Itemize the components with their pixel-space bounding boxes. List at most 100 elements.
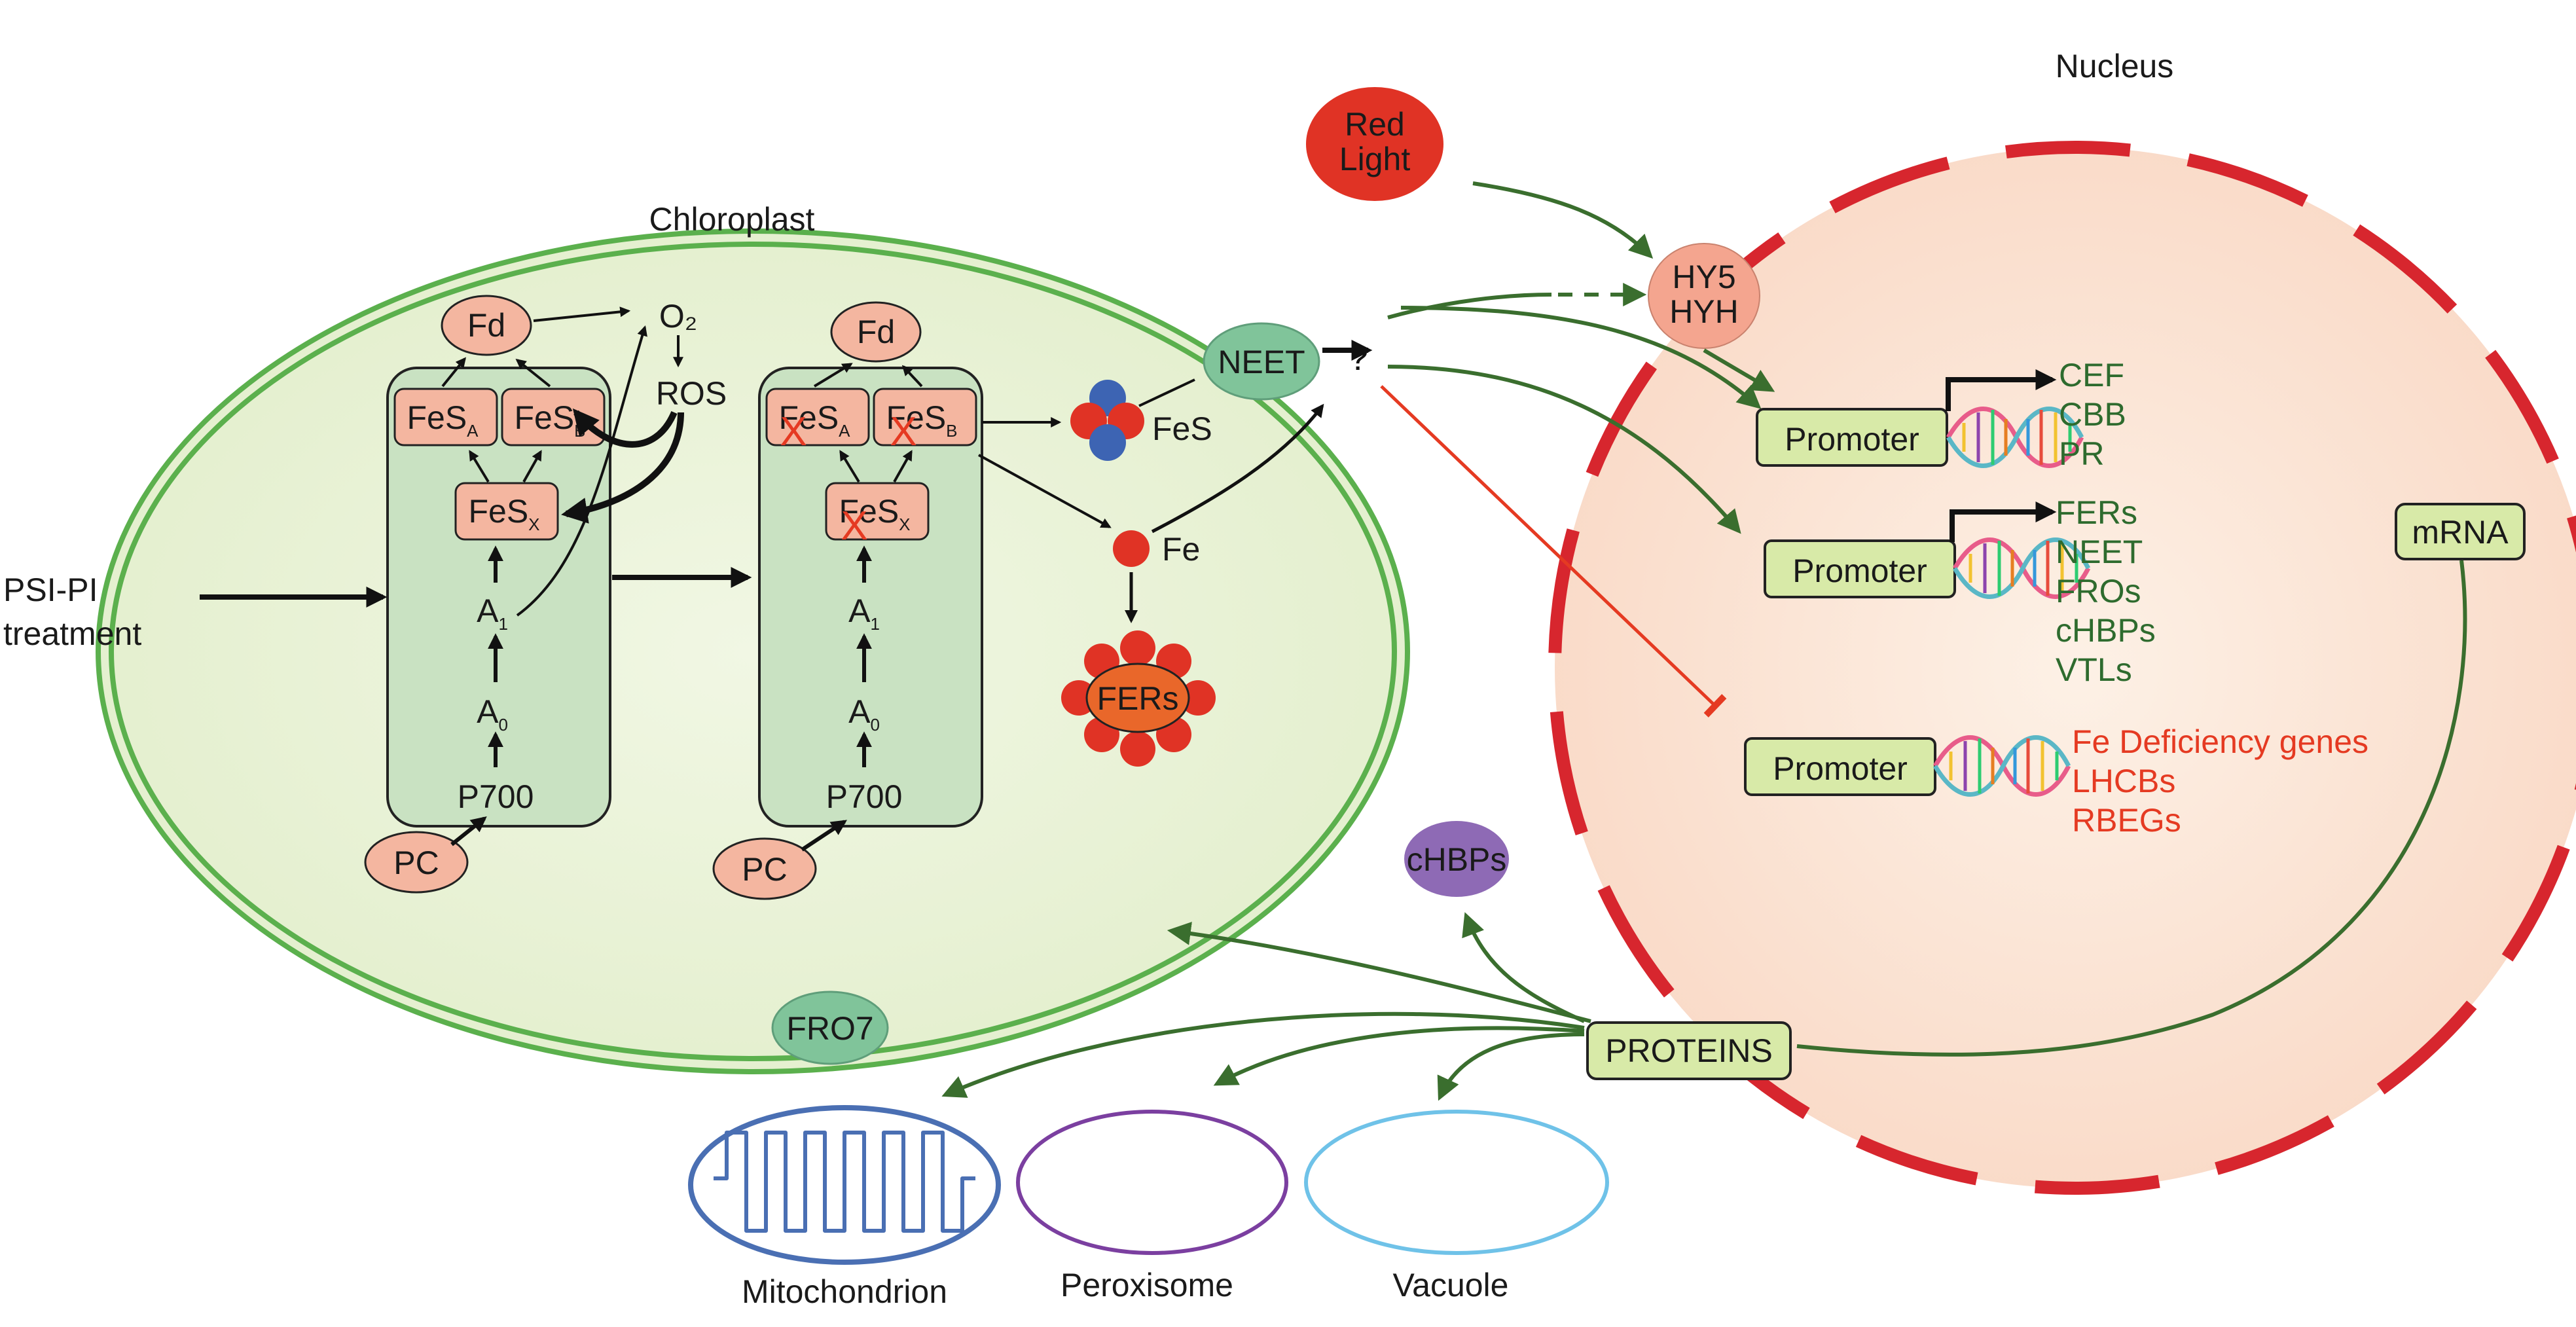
arrow-proteins-chbps bbox=[1462, 912, 1586, 1023]
arrow-unknown-promoter2 bbox=[1387, 365, 1741, 534]
fes-x-label: FeSX bbox=[468, 493, 539, 534]
red-light-label-line1: Red bbox=[1345, 106, 1405, 143]
psi-complex-damaged: Fd FeSA FeSB FeSX X X X A1 A0 P700 PC bbox=[712, 301, 1112, 900]
fes-a-label: FeSA bbox=[407, 399, 479, 441]
arrow-pc-p700 bbox=[450, 816, 487, 846]
peroxisome-label: Peroxisome bbox=[1061, 1267, 1233, 1303]
gene-label: Fe Deficiency genes bbox=[2072, 723, 2368, 760]
light-signaling: Red Light HY5 HYH bbox=[1306, 87, 1760, 349]
damage-mark-fesa: X bbox=[780, 409, 807, 454]
chloroplast-inner-membrane bbox=[109, 242, 1397, 1061]
promoter-2: Promoter FERs NEET FROs cHBPs VTLs bbox=[1764, 494, 2156, 688]
peroxisome-membrane bbox=[1016, 1110, 1288, 1255]
mitochondrion-cristae bbox=[714, 1131, 975, 1233]
treatment-line1: PSI-PI bbox=[3, 572, 98, 608]
fd-node-damaged bbox=[830, 301, 922, 363]
a0-label-damaged: A0 bbox=[848, 693, 880, 735]
fd-label-damaged: Fd bbox=[857, 314, 895, 350]
mrna-label: mRNA bbox=[2412, 514, 2509, 551]
gene-label: CBB bbox=[2059, 396, 2126, 433]
p700-label-damaged: P700 bbox=[826, 778, 903, 815]
nucleus: Nucleus bbox=[1548, 48, 2576, 1195]
repression-unknown-promoter3 bbox=[1380, 385, 1727, 718]
translation: mRNA PROTEINS bbox=[1586, 503, 2526, 1080]
damage-mark-fesx: X bbox=[841, 503, 867, 549]
dna-helix-icon bbox=[1946, 407, 2084, 468]
arrow-redlight-hy5 bbox=[1472, 181, 1654, 259]
chbps-node bbox=[1404, 821, 1509, 897]
nucleus-label: Nucleus bbox=[2056, 48, 2174, 84]
arrow-proteins-mitochondrion bbox=[941, 1011, 1585, 1098]
psi-box bbox=[386, 367, 611, 827]
fers-complex: FERs bbox=[1061, 630, 1216, 767]
arrow-fesb-fd-damaged bbox=[901, 365, 923, 388]
ros-damage-fesx bbox=[561, 412, 684, 524]
fers-core bbox=[1085, 663, 1190, 733]
mitochondrion-label: Mitochondrion bbox=[742, 1273, 947, 1310]
neet-node bbox=[1203, 322, 1320, 401]
red-light-node bbox=[1306, 87, 1443, 201]
fes-x-node-damaged bbox=[825, 482, 930, 541]
unknown-signal-label: ? bbox=[1349, 338, 1368, 378]
arrow-pc-p700-damaged bbox=[801, 820, 848, 852]
mrna-box bbox=[2395, 503, 2526, 560]
gene-label: PR bbox=[2059, 435, 2104, 472]
transcription-start-arrow bbox=[1950, 501, 2057, 542]
arrow-fe-unknown bbox=[1151, 403, 1324, 534]
arrow-fesx-fesa bbox=[469, 450, 490, 483]
chloroplast-label: Chloroplast bbox=[649, 201, 815, 238]
protein-targeting-arrows bbox=[941, 912, 1591, 1101]
pc-label: PC bbox=[393, 845, 439, 881]
fes-a-node-damaged bbox=[765, 388, 870, 446]
arrow-unknown-hy5-solid bbox=[1387, 293, 1552, 319]
arrow-release-fe bbox=[978, 454, 1112, 528]
fe-label: Fe bbox=[1162, 531, 1200, 568]
arrow-proteins-chloroplast bbox=[1167, 921, 1591, 1023]
fes-cluster-atom bbox=[1089, 424, 1126, 461]
chloroplast: Chloroplast bbox=[96, 201, 1410, 1074]
arrow-fesx-fesb-damaged bbox=[893, 450, 913, 482]
arrow-hy5-promoter1 bbox=[1703, 348, 1775, 392]
promoter-3: Promoter Fe Deficiency genes LHCBs RBEGs bbox=[1744, 723, 2368, 839]
arrow-a1-o2 bbox=[516, 325, 647, 617]
promoter-box bbox=[1756, 408, 1948, 467]
chbps-label: cHBPs bbox=[1407, 841, 1507, 878]
pc-label-damaged: PC bbox=[742, 851, 787, 888]
neet-signal: NEET ? bbox=[1203, 322, 1373, 401]
gene-label: LHCBs bbox=[2072, 763, 2175, 799]
arrow-fesb-fd bbox=[515, 359, 551, 388]
arrow-fd-o2 bbox=[533, 306, 631, 322]
promoter-label: Promoter bbox=[1792, 553, 1927, 589]
fer-bead bbox=[1180, 680, 1216, 716]
promoter-1: Promoter CEF CBB PR bbox=[1756, 357, 2126, 472]
peroxisome: Peroxisome bbox=[1016, 1110, 1288, 1303]
fes-x-node bbox=[454, 482, 559, 541]
regulatory-arrows bbox=[1387, 181, 1775, 534]
mitochondrion: Mitochondrion bbox=[688, 1105, 1001, 1310]
arrow-fesx-fesb bbox=[522, 450, 542, 482]
vacuole: Vacuole bbox=[1304, 1110, 1609, 1303]
psi-complex-intact: Fd FeSA FeSB FeSX A1 A0 P700 PC bbox=[364, 295, 727, 894]
gene-label: cHBPs bbox=[2056, 612, 2156, 649]
vacuole-membrane bbox=[1304, 1110, 1609, 1255]
a1-label: A1 bbox=[477, 592, 508, 634]
pc-node-damaged bbox=[712, 837, 817, 900]
hy5-hyh-node bbox=[1648, 243, 1760, 349]
fes-a-label-damaged: FeSA bbox=[778, 399, 850, 441]
fes-to-neet-link bbox=[1138, 378, 1195, 407]
gene-label: FROs bbox=[2056, 573, 2141, 609]
arrow-fesa-fd-damaged bbox=[813, 363, 853, 388]
fes-x-label-damaged: FeSX bbox=[839, 493, 910, 534]
transcription-start-arrow bbox=[1946, 369, 2057, 411]
gene-label: VTLs bbox=[2056, 651, 2132, 688]
psi-box-damaged bbox=[758, 367, 983, 827]
a0-label: A0 bbox=[477, 693, 508, 735]
treatment: PSI-PI treatment bbox=[3, 567, 752, 652]
ros-damage-fesb bbox=[572, 408, 678, 448]
vacuole-label: Vacuole bbox=[1393, 1267, 1509, 1303]
ros-label: ROS bbox=[656, 375, 727, 412]
fro7-node bbox=[771, 991, 889, 1065]
proteins-box bbox=[1586, 1021, 1792, 1080]
fer-bead bbox=[1120, 630, 1155, 666]
